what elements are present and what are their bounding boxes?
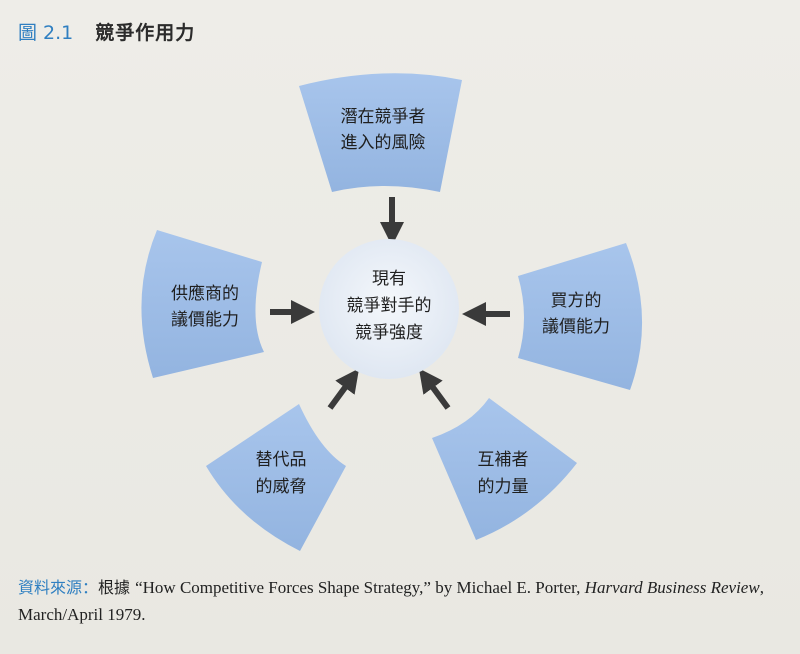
bottom-right-line2: 的力量 bbox=[478, 477, 529, 497]
bottom-left-line1: 替代品 bbox=[256, 450, 307, 470]
arrow-from-bottom-left bbox=[327, 368, 360, 410]
top-line2: 進入的風險 bbox=[341, 133, 426, 153]
source-date: , March/April 1979. bbox=[18, 578, 764, 624]
source-article: “How Competitive Forces Shape Strategy,”… bbox=[135, 578, 585, 597]
right-line1: 買方的 bbox=[551, 291, 602, 311]
petal-right bbox=[518, 243, 643, 390]
petal-bottom-left bbox=[206, 404, 346, 551]
right-line2: 議價能力 bbox=[542, 317, 610, 337]
source-journal: Harvard Business Review bbox=[584, 578, 760, 597]
figure-label: 圖 2.1 bbox=[18, 22, 74, 44]
figure-name: 競爭作用力 bbox=[95, 22, 196, 44]
bottom-right-line1: 互補者 bbox=[478, 450, 529, 470]
petal-bottom-right bbox=[432, 398, 577, 540]
five-forces-diagram: 潛在競爭者 進入的風險 供應商的 議價能力 買方的 議價能力 替代品 的威脅 互… bbox=[141, 73, 643, 551]
center-line2: 競爭對手的 bbox=[347, 296, 432, 316]
source-prefix: 根據 bbox=[98, 578, 136, 597]
left-line1: 供應商的 bbox=[171, 283, 239, 304]
arrow-from-bottom-right bbox=[418, 368, 451, 410]
bottom-left-line2: 的威脅 bbox=[256, 477, 307, 497]
figure-title: 圖 2.1 競爭作用力 bbox=[18, 18, 195, 45]
source-citation: 資料來源：根據 “How Competitive Forces Shape St… bbox=[18, 574, 788, 628]
petal-left bbox=[141, 230, 264, 378]
source-label: 資料來源： bbox=[18, 578, 99, 597]
top-line1: 潛在競爭者 bbox=[341, 107, 426, 127]
center-line3: 競爭強度 bbox=[355, 323, 423, 343]
center-circle bbox=[319, 239, 459, 379]
center-line1: 現有 bbox=[372, 269, 406, 289]
petal-top bbox=[299, 73, 462, 192]
left-line2: 議價能力 bbox=[171, 310, 239, 330]
